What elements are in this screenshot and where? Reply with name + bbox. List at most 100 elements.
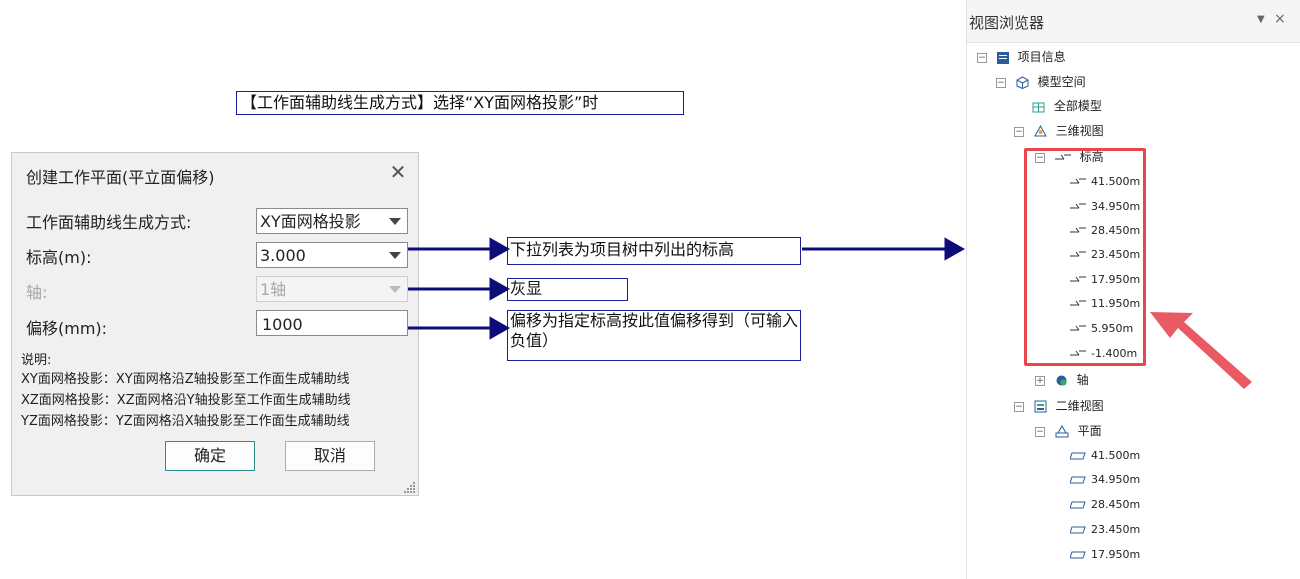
tree-item-levels[interactable]: − 标高 <box>1035 147 1104 167</box>
tree-item-model-space[interactable]: − 模型空间 <box>996 72 1086 92</box>
level-icon <box>1070 300 1086 306</box>
tree-label: 模型空间 <box>1037 75 1086 89</box>
panel-header: 视图浏览器 ▼ × <box>967 0 1300 43</box>
plan-level-icon <box>1070 501 1086 509</box>
method-label: 工作面辅助线生成方式: <box>26 213 192 232</box>
tree-item-plan-level[interactable]: 17.950m <box>1070 545 1140 565</box>
expand-icon[interactable]: + <box>1035 375 1045 386</box>
tree-item-2d-view[interactable]: − 二维视图 <box>1014 396 1104 416</box>
collapse-icon[interactable]: − <box>1014 126 1024 137</box>
collapse-icon[interactable]: − <box>1035 152 1045 163</box>
cube-icon <box>1016 76 1029 89</box>
tree-item-axis[interactable]: + 轴 <box>1035 370 1089 390</box>
axis-value: 1轴 <box>260 280 287 299</box>
collapse-icon[interactable]: − <box>1035 426 1045 437</box>
axis-note: 灰显 <box>507 278 628 301</box>
dialog-title: 创建工作平面(平立面偏移) <box>26 168 215 187</box>
desc-line-2: XZ面网格投影：XZ面网格沿Y轴投影至工作面生成辅助线 <box>21 393 351 408</box>
close-icon[interactable]: × <box>1274 11 1286 27</box>
method-dropdown[interactable]: XY面网格投影 <box>256 208 408 234</box>
tree-item-full-model[interactable]: 全部模型 <box>1032 96 1102 116</box>
level-icon <box>1070 350 1086 356</box>
level-icon <box>1054 154 1071 159</box>
plan-level-icon <box>1070 551 1086 559</box>
collapse-icon[interactable]: − <box>977 52 987 63</box>
tree-label: 5.950m <box>1091 322 1134 335</box>
arrow-head-offset <box>489 316 511 340</box>
chevron-down-icon <box>389 286 401 293</box>
create-workplane-dialog: 创建工作平面(平立面偏移) ✕ 工作面辅助线生成方式: XY面网格投影 标高(m… <box>11 152 419 496</box>
level-icon <box>1070 276 1086 282</box>
tree-label: 17.950m <box>1091 273 1141 286</box>
desc-line-1: XY面网格投影：XY面网格沿Z轴投影至工作面生成辅助线 <box>21 372 350 387</box>
tree-label: 34.950m <box>1091 473 1141 486</box>
offset-input[interactable]: 1000 <box>256 310 408 336</box>
tree-label: 轴 <box>1076 373 1089 387</box>
tree-item-project-info[interactable]: − 项目信息 <box>977 47 1066 67</box>
tree-item-level[interactable]: -1.400m <box>1070 344 1137 364</box>
view-2d-icon <box>1034 400 1047 413</box>
method-value: XY面网格投影 <box>260 212 361 231</box>
chevron-down-icon <box>389 252 401 259</box>
tree-label: 41.500m <box>1091 175 1141 188</box>
tree-label: 三维视图 <box>1055 124 1104 138</box>
axis-label: 轴: <box>26 283 48 302</box>
tree-item-level[interactable]: 23.450m <box>1070 245 1140 265</box>
offset-value: 1000 <box>262 315 303 334</box>
levels-highlight-box <box>1024 148 1146 366</box>
offset-note: 偏移为指定标高按此值偏移得到（可输入负值） <box>507 310 801 361</box>
collapse-icon[interactable]: − <box>996 77 1006 88</box>
tree-label: 41.500m <box>1091 449 1141 462</box>
tree-label: 28.450m <box>1091 498 1141 511</box>
tree-item-level[interactable]: 41.500m <box>1070 172 1140 192</box>
tree-label: 二维视图 <box>1055 399 1104 413</box>
axis-icon <box>1056 375 1067 386</box>
tree-label: 项目信息 <box>1017 50 1066 64</box>
plan-level-icon <box>1070 526 1086 534</box>
full-model-icon <box>1032 102 1045 113</box>
collapse-icon[interactable]: − <box>1014 401 1024 412</box>
tree-label: 23.450m <box>1091 523 1141 536</box>
ok-button[interactable]: 确定 <box>165 441 255 471</box>
tree-item-level[interactable]: 11.950m <box>1070 294 1140 314</box>
plan-icon <box>1055 425 1069 438</box>
level-dropdown[interactable]: 3.000 <box>256 242 408 268</box>
tree-label: 标高 <box>1079 150 1104 164</box>
resize-grip-icon[interactable] <box>404 481 416 493</box>
tree-item-level[interactable]: 34.950m <box>1070 197 1140 217</box>
level-note: 下拉列表为项目树中列出的标高 <box>507 237 801 265</box>
panel-title: 视图浏览器 <box>969 14 1045 32</box>
tree-item-level[interactable]: 17.950m <box>1070 270 1140 290</box>
arrow-head-axis <box>489 277 511 301</box>
desc-line-3: YZ面网格投影：YZ面网格沿X轴投影至工作面生成辅助线 <box>21 414 350 429</box>
tree-label: 17.950m <box>1091 548 1141 561</box>
level-icon <box>1070 251 1086 257</box>
tree-item-plan[interactable]: − 平面 <box>1035 421 1102 441</box>
level-icon <box>1070 203 1086 209</box>
note-title: 【工作面辅助线生成方式】选择“XY面网格投影”时 <box>236 91 684 115</box>
offset-label: 偏移(mm): <box>26 319 108 338</box>
view-browser-panel: 视图浏览器 ▼ × <box>966 0 1300 579</box>
tree-item-plan-level[interactable]: 41.500m <box>1070 446 1140 466</box>
tree-item-level[interactable]: 28.450m <box>1070 221 1140 241</box>
tree-item-plan-level[interactable]: 34.950m <box>1070 470 1140 490</box>
close-icon[interactable]: ✕ <box>389 160 407 184</box>
plan-level-icon <box>1070 476 1086 484</box>
tree-item-plan-level[interactable]: 23.450m <box>1070 520 1140 540</box>
project-info-icon <box>996 51 1009 64</box>
tree-label: 全部模型 <box>1053 99 1102 113</box>
level-value: 3.000 <box>260 246 306 265</box>
tree-label: 23.450m <box>1091 248 1141 261</box>
level-icon <box>1070 178 1086 184</box>
level-icon <box>1070 227 1086 233</box>
pin-icon[interactable]: ▼ <box>1257 14 1265 25</box>
axis-dropdown: 1轴 <box>256 276 408 302</box>
plan-level-icon <box>1070 452 1086 460</box>
tree-label: 28.450m <box>1091 224 1141 237</box>
tree-item-plan-level[interactable]: 28.450m <box>1070 495 1140 515</box>
tree-label: 11.950m <box>1091 297 1141 310</box>
cancel-button[interactable]: 取消 <box>285 441 375 471</box>
tree-item-3d-view[interactable]: − 三维视图 <box>1014 121 1104 141</box>
arrow-head-tree <box>944 237 966 261</box>
tree-item-level[interactable]: 5.950m <box>1070 319 1133 339</box>
